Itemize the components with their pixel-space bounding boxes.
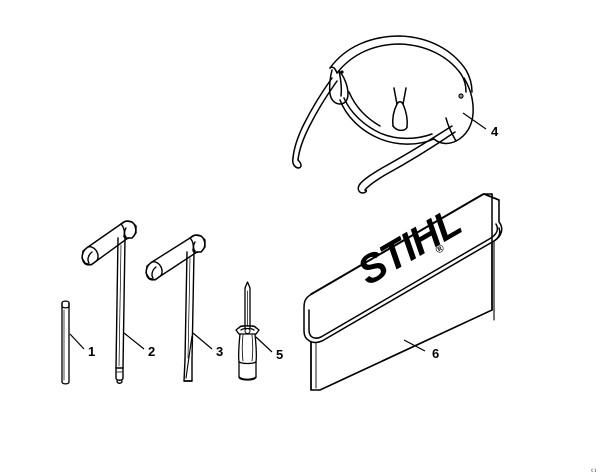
callout-leader-4 [462, 112, 487, 130]
callout-number-4: 4 [491, 124, 499, 139]
callout-number-1: 1 [88, 344, 96, 359]
callout-leader-5 [255, 336, 273, 353]
tool-pouch-drawing [303, 193, 503, 391]
safety-glasses-drawing [292, 35, 474, 194]
callout-number-3: 3 [216, 344, 224, 359]
t-handle-wrench-2-drawing [81, 220, 137, 384]
callout-leader-2 [123, 332, 145, 350]
callout-leader-6 [403, 339, 426, 352]
callout-number-6: 6 [432, 346, 440, 361]
callout-leader-3 [192, 332, 213, 350]
callout-leader-1 [69, 333, 85, 350]
t-handle-wrench-3-drawing [145, 234, 206, 382]
callout-number-5: 5 [276, 347, 284, 362]
pin-punch-drawing [61, 300, 70, 385]
callout-number-2: 2 [148, 344, 156, 359]
part-code-label: 239ET027 SC [591, 468, 598, 472]
screwdriver-drawing [235, 281, 260, 381]
